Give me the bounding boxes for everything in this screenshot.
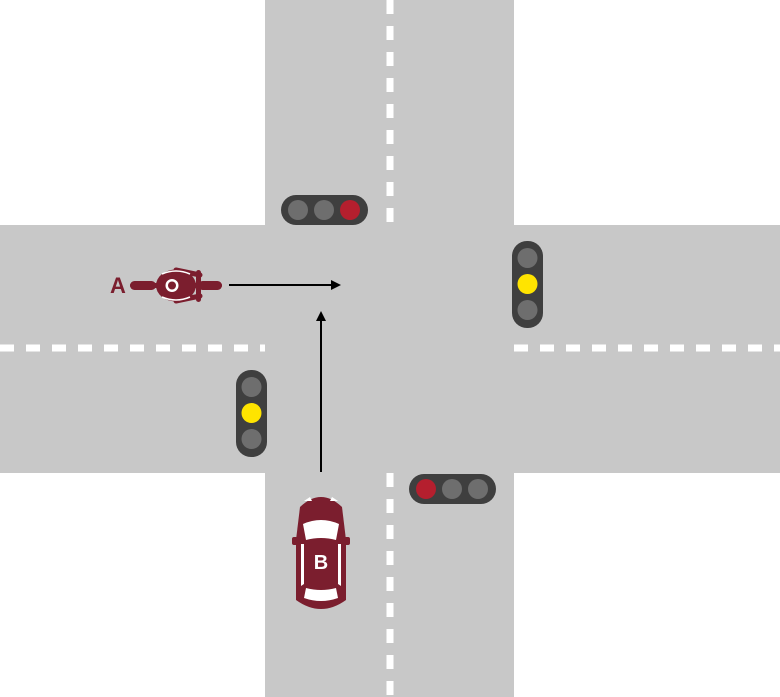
traffic-light-lamp	[241, 429, 262, 449]
bicycle-rider-icon	[130, 267, 222, 304]
traffic-light-lamp	[314, 200, 334, 220]
traffic-light-lamp-red	[340, 200, 360, 220]
cyclist-a: A	[110, 267, 341, 304]
traffic-light-south	[409, 474, 496, 504]
traffic-light-lamp-yellow	[241, 403, 262, 423]
traffic-light-lamp	[241, 377, 262, 397]
traffic-light-lamp-yellow	[517, 274, 538, 294]
traffic-light-west	[236, 370, 267, 457]
car-label: B	[314, 552, 328, 574]
traffic-light-north	[281, 195, 368, 225]
traffic-light-lamp	[468, 479, 488, 499]
traffic-light-lamp-red	[416, 479, 436, 499]
traffic-light-lamp	[442, 479, 462, 499]
car-b: B	[292, 311, 350, 609]
cyclist-label: A	[110, 273, 126, 298]
traffic-light-east	[512, 241, 543, 328]
traffic-light-lamp	[288, 200, 308, 220]
traffic-light-lamp	[517, 248, 538, 268]
car-top-view-icon	[292, 497, 350, 609]
traffic-light-lamp	[517, 300, 538, 320]
